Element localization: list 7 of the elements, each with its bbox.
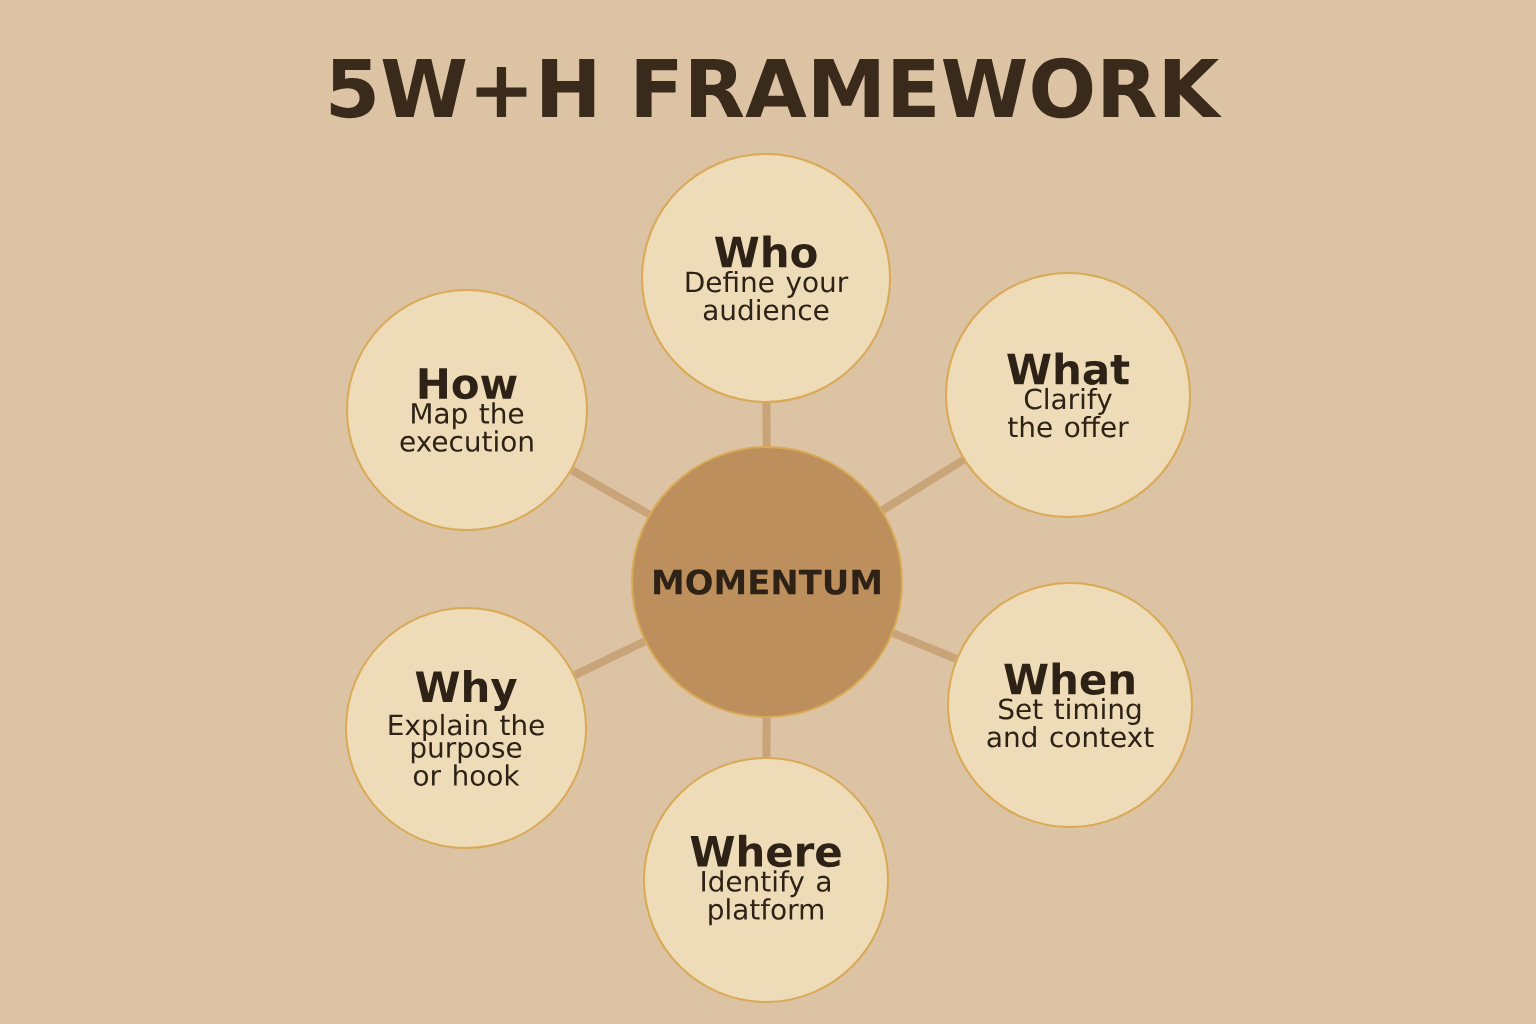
connector-bar — [762, 403, 771, 447]
connector-bar — [573, 637, 647, 679]
connector-bar — [570, 466, 651, 518]
connector-bar — [891, 629, 958, 663]
title: 5W+H FRAMEWORK — [330, 57, 1222, 119]
connector-bar — [880, 456, 966, 514]
connector-bar — [762, 718, 771, 758]
